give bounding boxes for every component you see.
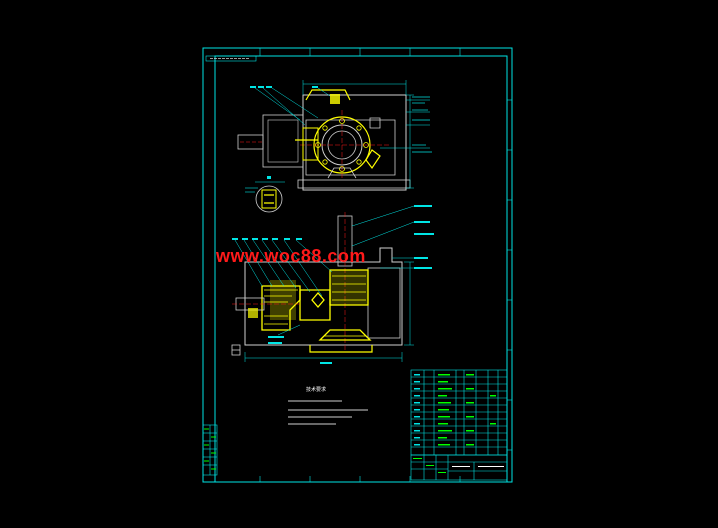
drawing-number-strip <box>205 55 257 62</box>
detail-view <box>245 176 285 213</box>
technical-notes <box>288 400 368 425</box>
parts-list-table <box>410 369 508 456</box>
parts-list-entries <box>414 374 496 446</box>
notes-title: 技术要求 <box>306 387 327 393</box>
title-block <box>410 454 508 481</box>
top-view <box>237 80 432 191</box>
sheet-frame <box>202 47 513 483</box>
left-margin-table <box>202 424 218 476</box>
section-view <box>231 205 434 364</box>
watermark-text: www.woc88.com <box>216 246 366 266</box>
